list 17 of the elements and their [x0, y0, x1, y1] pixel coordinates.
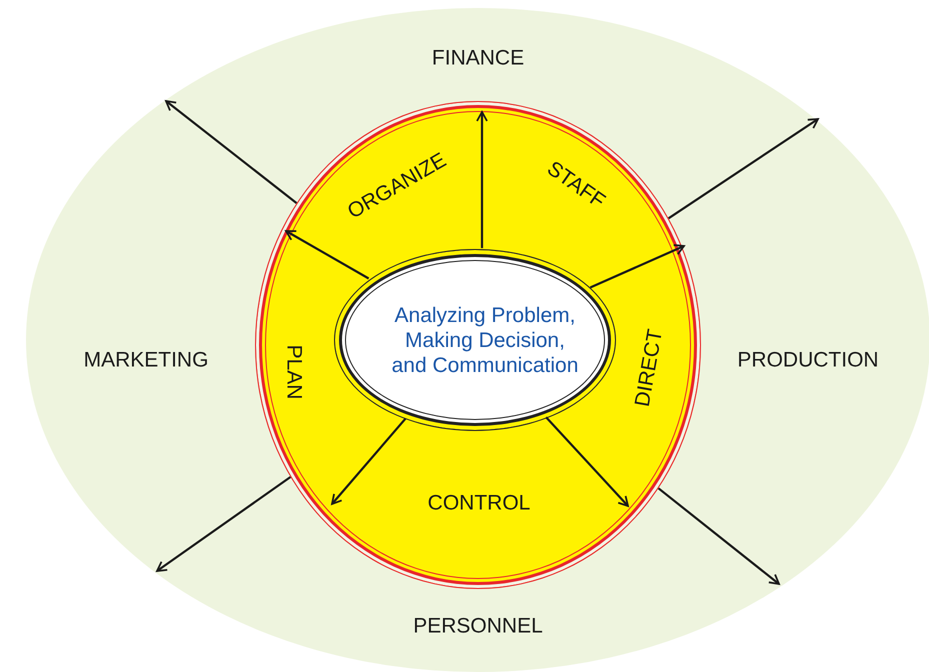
arrow: [658, 487, 780, 585]
function-label: CONTROL: [428, 490, 530, 516]
arrow: [285, 230, 370, 280]
center-text: Analyzing Problem, Making Decision, and Communication: [390, 303, 580, 379]
arrow: [545, 416, 629, 507]
arrow: [590, 244, 685, 289]
function-label: PLAN: [282, 344, 307, 400]
arrow: [668, 118, 819, 220]
arrow: [165, 100, 298, 204]
area-label: PERSONNEL: [413, 613, 543, 639]
area-label: MARKETING: [84, 347, 208, 373]
arrow: [331, 418, 406, 505]
function-label: DIRECT: [630, 327, 668, 409]
arrow: [156, 476, 292, 572]
area-label: PRODUCTION: [737, 347, 879, 373]
area-label: FINANCE: [432, 45, 524, 71]
arrow: [476, 111, 488, 248]
